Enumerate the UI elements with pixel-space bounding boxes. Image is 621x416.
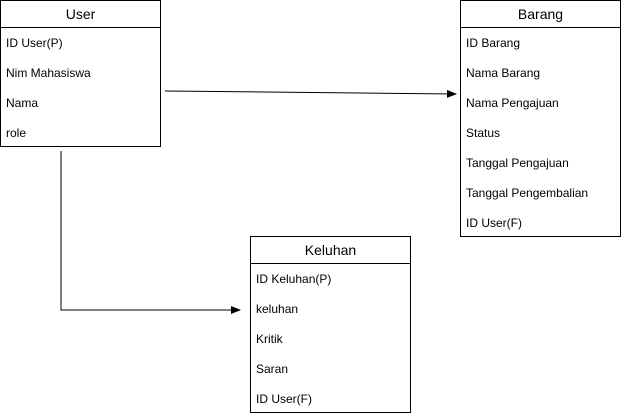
keluhan-entity-title: Keluhan — [251, 237, 410, 264]
user-entity[interactable]: User ID User(P) Nim Mahasiswa Nama role — [0, 0, 161, 147]
user-entity-title: User — [1, 1, 160, 28]
barang-entity-title: Barang — [461, 1, 620, 28]
user-to-keluhan-arrow — [60, 151, 241, 314]
barang-field-tanggal-pengajuan: Tanggal Pengajuan — [466, 156, 569, 170]
barang-field-tanggal-pengembalian: Tanggal Pengembalian — [466, 186, 589, 200]
keluhan-field-saran: Saran — [256, 362, 289, 376]
user-field-id: ID User(P) — [6, 36, 63, 50]
keluhan-field-id: ID Keluhan(P) — [256, 272, 332, 286]
barang-field-id-user: ID User(F) — [466, 216, 522, 230]
keluhan-field-kritik: Kritik — [256, 332, 283, 346]
barang-field-status: Status — [466, 126, 501, 140]
barang-field-id: ID Barang — [466, 36, 521, 50]
keluhan-entity[interactable]: Keluhan ID Keluhan(P) keluhan Kritik Sar… — [250, 236, 411, 413]
barang-field-nama-barang: Nama Barang — [466, 66, 541, 80]
barang-entity[interactable]: Barang ID Barang Nama Barang Nama Pengaj… — [460, 0, 621, 237]
barang-field-nama-pengajuan: Nama Pengajuan — [466, 96, 559, 110]
keluhan-field-keluhan: keluhan — [256, 302, 299, 316]
user-field-role: role — [6, 126, 27, 140]
user-field-nama: Nama — [6, 96, 39, 110]
user-field-nim: Nim Mahasiswa — [6, 66, 91, 80]
user-to-barang-arrow — [164, 89, 457, 98]
keluhan-field-id-user: ID User(F) — [256, 392, 312, 406]
